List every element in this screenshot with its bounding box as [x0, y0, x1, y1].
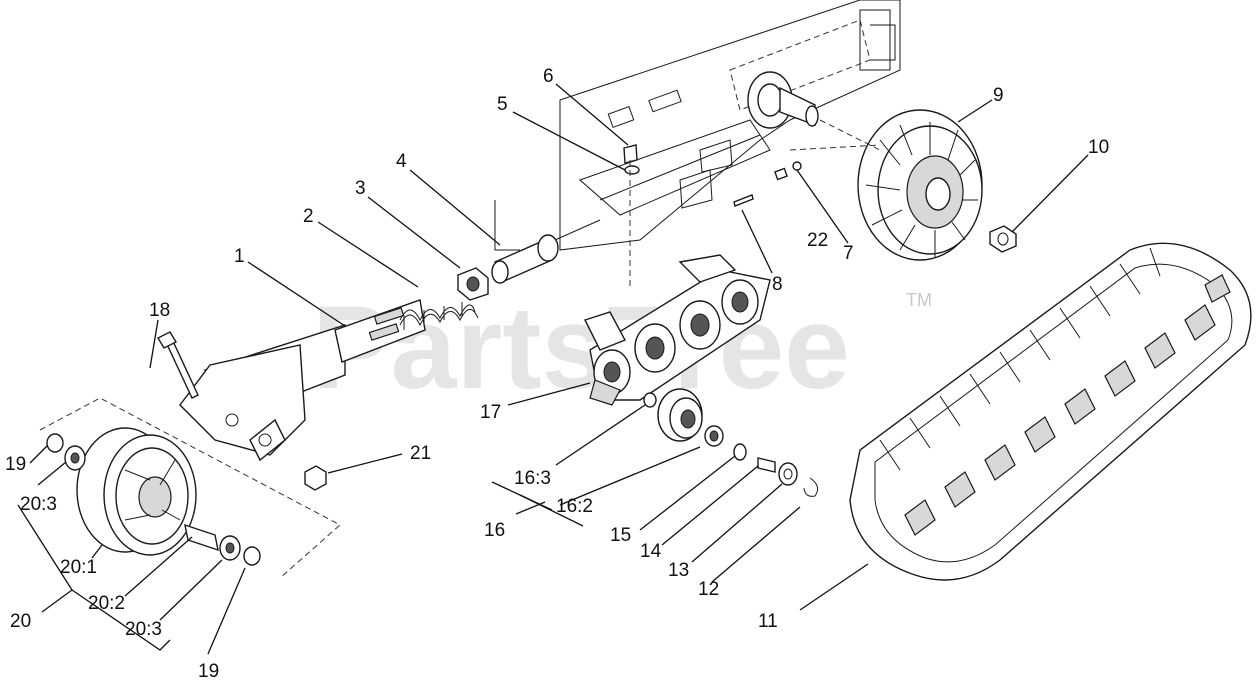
callout-1: 1 — [234, 246, 245, 267]
callout-labels: 1 2 3 4 5 6 7 8 9 10 11 12 13 14 15 16 1… — [5, 66, 1109, 682]
callout-4: 4 — [396, 151, 407, 172]
roller-bogie — [584, 254, 771, 406]
callout-16-3: 16:3 — [514, 468, 551, 489]
rubber-track — [849, 242, 1252, 581]
tension-spring — [399, 302, 479, 330]
track-lugs — [904, 274, 1231, 536]
callout-11: 11 — [758, 611, 778, 632]
callout-20-1: 20:1 — [60, 557, 97, 578]
watermark-trademark: TM — [906, 290, 932, 310]
callout-21: 21 — [410, 443, 431, 464]
axle-spindle — [747, 71, 819, 129]
callout-16-2: 16:2 — [556, 496, 593, 517]
roller-with-bearings — [643, 388, 724, 447]
pivot-bolt — [157, 331, 199, 399]
callout-5: 5 — [497, 94, 508, 115]
drive-wheel — [857, 109, 983, 261]
small-hardware — [623, 144, 802, 207]
roller-hardware — [733, 443, 819, 497]
callout-20-2: 20:2 — [88, 593, 125, 614]
callout-20-3-bottom: 20:3 — [125, 619, 162, 640]
callout-13: 13 — [668, 560, 689, 581]
callout-12: 12 — [698, 579, 719, 600]
watermark-brand: PartsTree — [312, 282, 850, 414]
callout-6: 6 — [543, 66, 554, 87]
callout-2: 2 — [303, 206, 314, 227]
callout-15: 15 — [610, 525, 631, 546]
callout-14: 14 — [640, 541, 662, 562]
callout-20-3-top: 20:3 — [20, 494, 57, 515]
callout-9: 9 — [993, 85, 1004, 106]
leader-lines — [17, 83, 1089, 655]
assembly-guidelines — [39, 119, 881, 579]
callout-10: 10 — [1088, 137, 1109, 158]
wheel-nut — [989, 225, 1017, 253]
pivot-tube — [491, 219, 601, 284]
callout-20: 20 — [10, 611, 31, 632]
chassis-frame — [494, 0, 901, 251]
callout-16: 16 — [484, 520, 505, 541]
callout-8: 8 — [772, 274, 783, 295]
callout-7: 7 — [843, 243, 854, 264]
callout-3: 3 — [355, 178, 366, 199]
callout-19-bottom: 19 — [198, 661, 219, 682]
callout-19-top: 19 — [5, 454, 26, 475]
callout-18: 18 — [149, 300, 170, 321]
adjuster-nut — [457, 267, 489, 301]
callout-17: 17 — [480, 402, 501, 423]
idler-wheel — [46, 427, 261, 566]
lock-nut — [304, 465, 327, 491]
callout-22: 22 — [807, 230, 828, 251]
